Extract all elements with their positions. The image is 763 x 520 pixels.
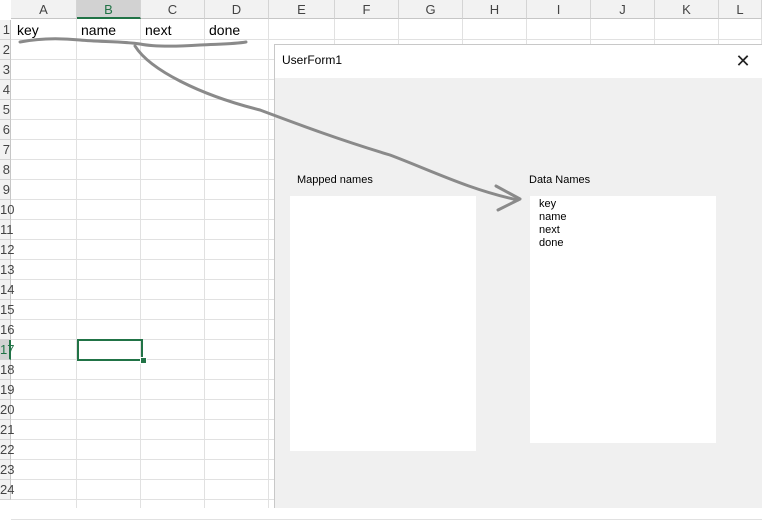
- row-header-11[interactable]: 11: [0, 220, 14, 240]
- userform-body: Mapped names Data Names key name next do…: [275, 78, 755, 494]
- column-header-a[interactable]: A: [11, 0, 77, 19]
- row-header-21[interactable]: 21: [0, 420, 14, 440]
- row-header-6[interactable]: 6: [0, 120, 11, 140]
- row-header-3[interactable]: 3: [0, 60, 11, 80]
- grid-vline: [76, 19, 77, 508]
- row-header-2[interactable]: 2: [0, 40, 11, 60]
- grid-vline: [204, 19, 205, 508]
- column-header-l[interactable]: L: [719, 0, 762, 19]
- list-item[interactable]: name: [539, 211, 567, 223]
- row-header-10[interactable]: 10: [0, 200, 14, 220]
- column-header-e[interactable]: E: [269, 0, 335, 19]
- selected-cell-b17[interactable]: [77, 339, 143, 361]
- fill-handle[interactable]: [140, 357, 147, 364]
- column-header-d[interactable]: D: [205, 0, 269, 19]
- row-header-20[interactable]: 20: [0, 400, 14, 420]
- data-names-listbox[interactable]: key name next done: [530, 196, 716, 443]
- row-header-18[interactable]: 18: [0, 360, 14, 380]
- row-header-4[interactable]: 4: [0, 80, 11, 100]
- userform-window: UserForm1 ✕ Mapped names Data Names key …: [274, 44, 763, 508]
- column-header-h[interactable]: H: [463, 0, 527, 19]
- mapped-names-label: Mapped names: [297, 174, 373, 186]
- column-header-j[interactable]: J: [591, 0, 655, 19]
- row-header-16[interactable]: 16: [0, 320, 14, 340]
- grid-hline: [11, 39, 762, 40]
- row-header-5[interactable]: 5: [0, 100, 11, 120]
- row-header-23[interactable]: 23: [0, 460, 14, 480]
- list-item[interactable]: key: [539, 198, 557, 210]
- row-header-19[interactable]: 19: [0, 380, 14, 400]
- row-header-7[interactable]: 7: [0, 140, 11, 160]
- userform-titlebar: UserForm1 ✕: [275, 45, 763, 78]
- column-header-k[interactable]: K: [655, 0, 719, 19]
- column-header-g[interactable]: G: [399, 0, 463, 19]
- cell-a1[interactable]: key: [17, 22, 39, 38]
- close-icon[interactable]: ✕: [735, 51, 751, 71]
- cell-c1[interactable]: next: [145, 22, 172, 38]
- column-header-i[interactable]: I: [527, 0, 591, 19]
- mapped-names-listbox[interactable]: [290, 196, 476, 451]
- grid-vline: [140, 19, 141, 508]
- row-header-1[interactable]: 1: [0, 20, 11, 40]
- row-header-22[interactable]: 22: [0, 440, 14, 460]
- column-header-c[interactable]: C: [141, 0, 205, 19]
- column-header-f[interactable]: F: [335, 0, 399, 19]
- row-header-12[interactable]: 12: [0, 240, 14, 260]
- column-header-b[interactable]: B: [77, 0, 141, 19]
- userform-title: UserForm1: [282, 53, 343, 67]
- row-header-9[interactable]: 9: [0, 180, 11, 200]
- cell-b1[interactable]: name: [81, 22, 117, 38]
- list-item[interactable]: next: [539, 224, 560, 236]
- row-header-14[interactable]: 14: [0, 280, 14, 300]
- row-header-17[interactable]: 17: [0, 340, 14, 360]
- row-header-24[interactable]: 24: [0, 480, 14, 500]
- row-header-13[interactable]: 13: [0, 260, 14, 280]
- list-item[interactable]: done: [539, 237, 564, 249]
- grid-vline: [268, 19, 269, 508]
- data-names-label: Data Names: [529, 174, 591, 186]
- row-header-15[interactable]: 15: [0, 300, 14, 320]
- row-header-8[interactable]: 8: [0, 160, 11, 180]
- cell-d1[interactable]: done: [209, 22, 241, 38]
